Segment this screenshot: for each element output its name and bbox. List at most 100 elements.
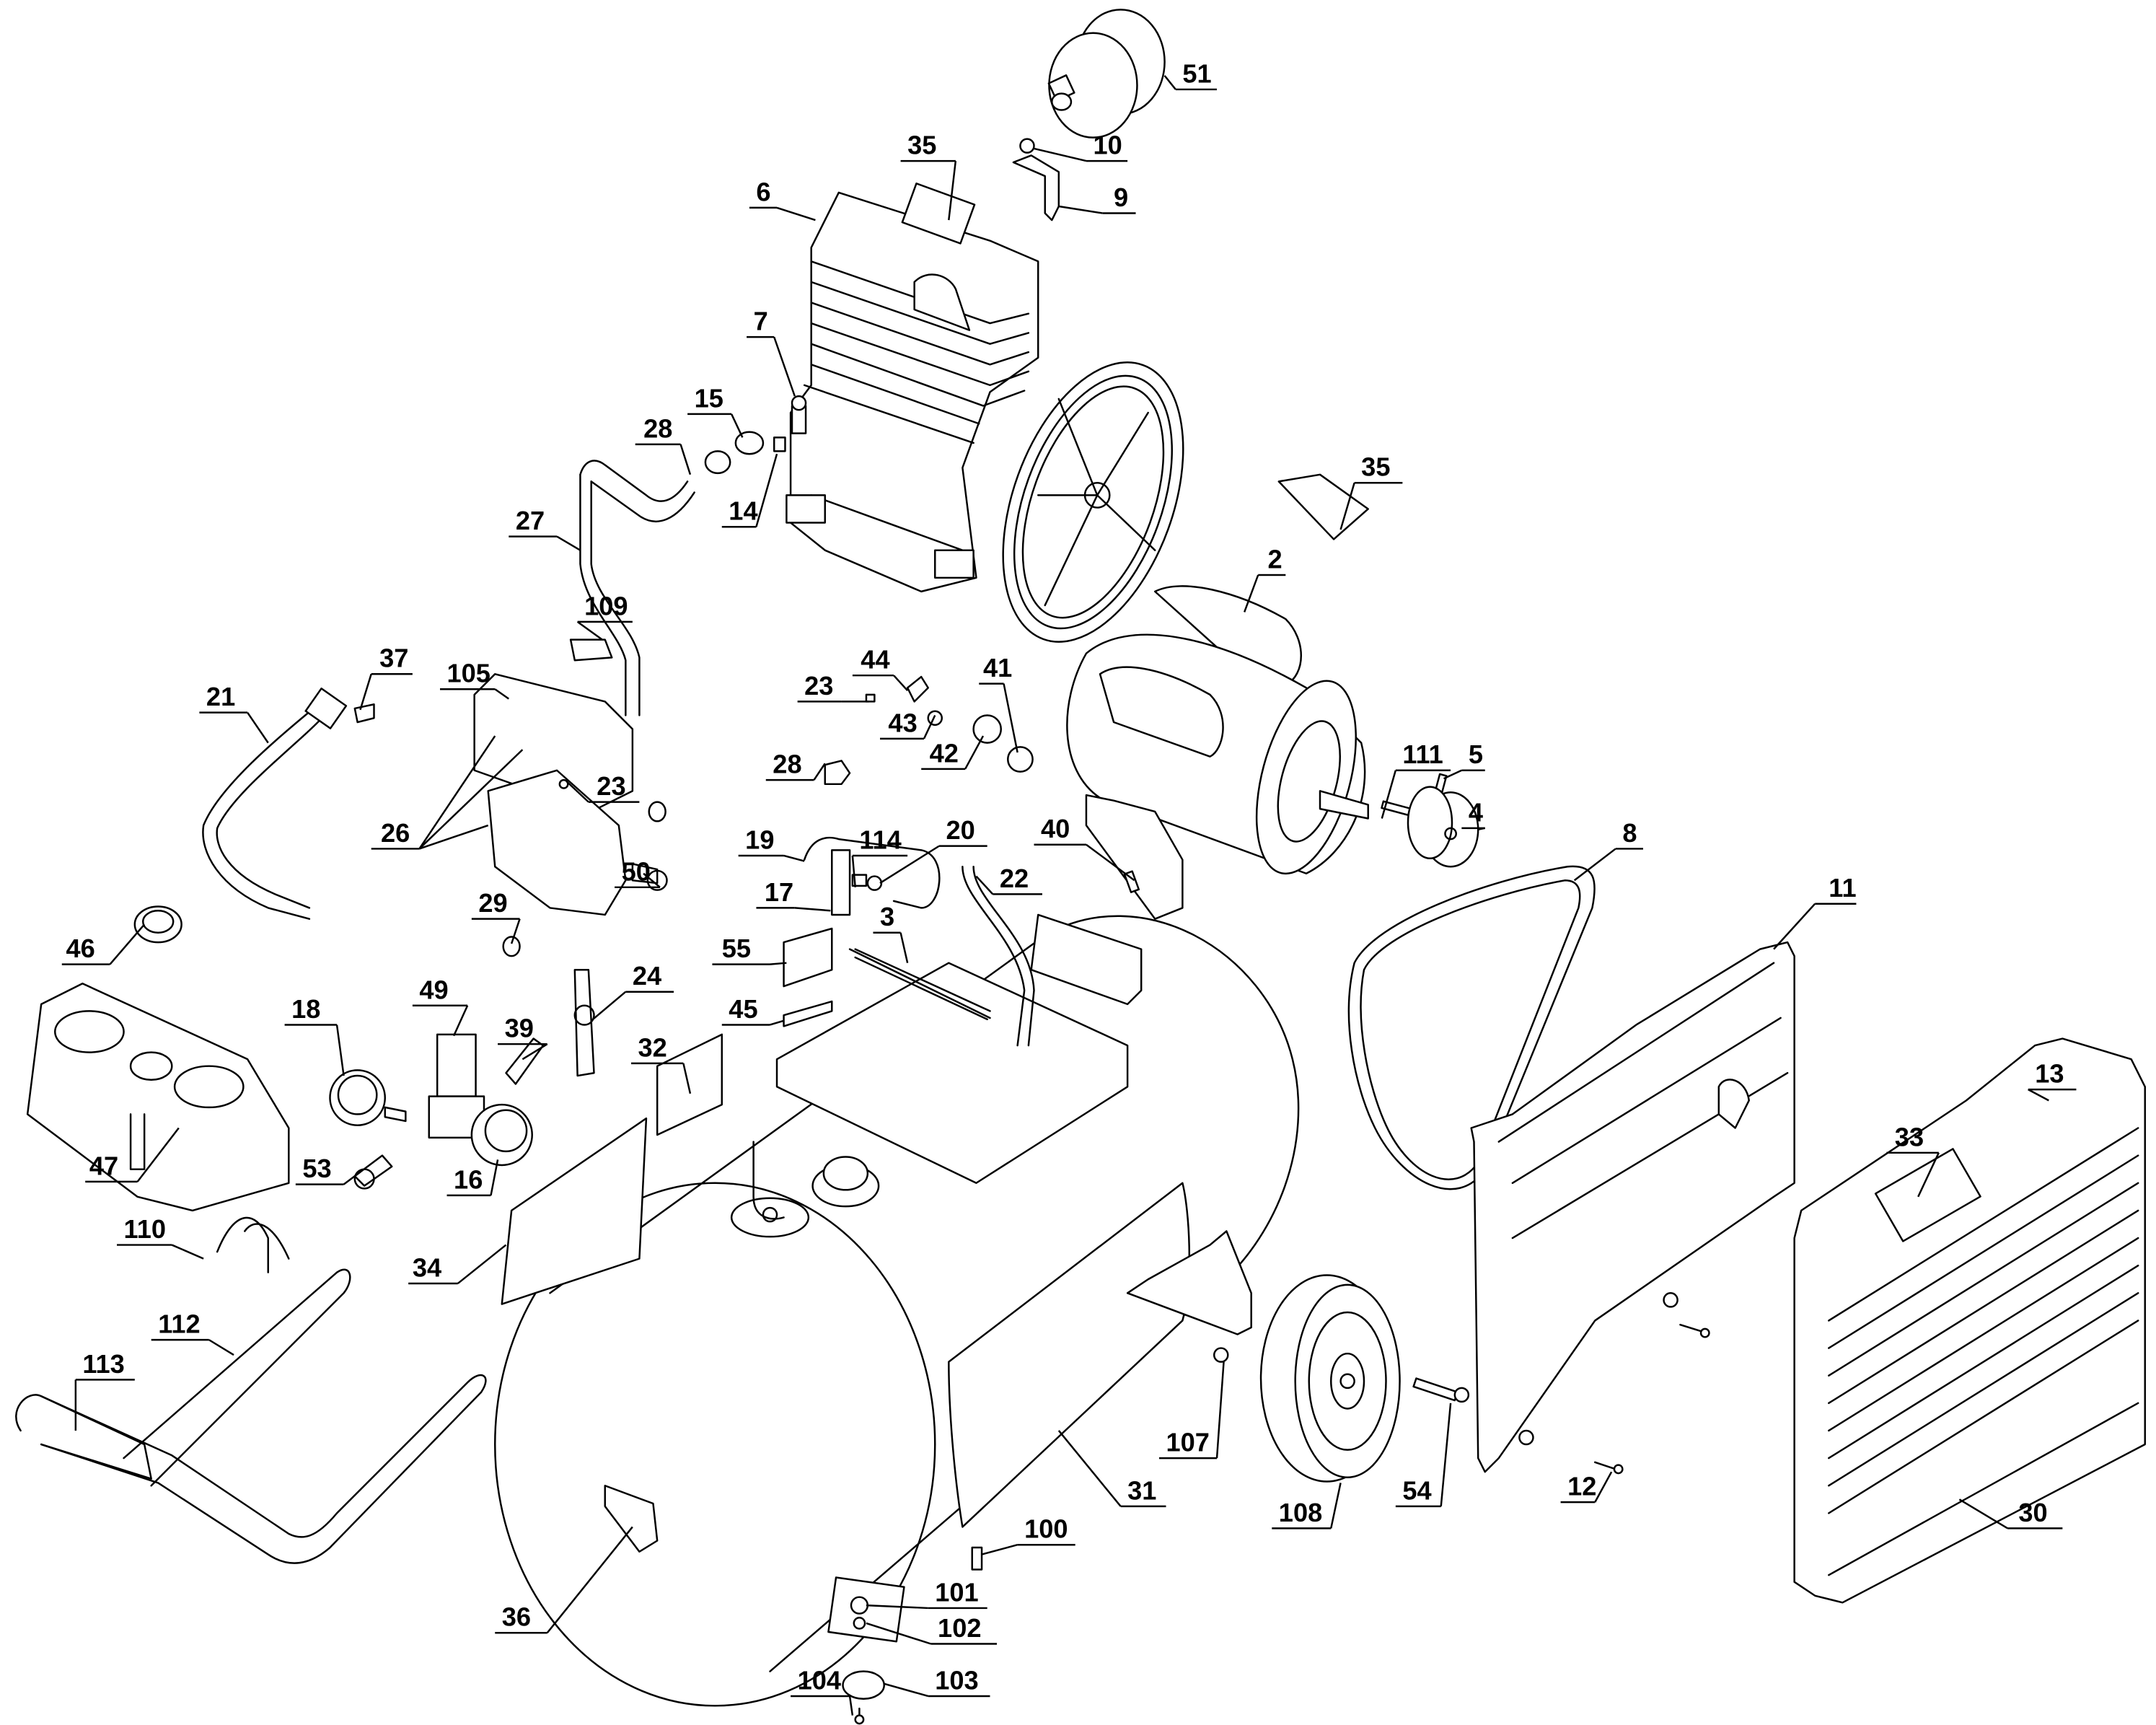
callout-37: 37 (359, 644, 413, 711)
callout-49: 49 (412, 975, 469, 1037)
callout-leader (1330, 1483, 1342, 1529)
callout-leader (359, 673, 372, 711)
callout-108: 108 (1272, 1483, 1342, 1529)
callout-26: 26 (371, 735, 496, 850)
callout-label: 28 (773, 750, 801, 779)
callout-label: 26 (381, 818, 410, 848)
callout-leader (1058, 205, 1104, 214)
callout-leader (136, 1127, 180, 1182)
callout-label: 11 (1829, 873, 1856, 903)
callout-leader (964, 735, 985, 770)
part-motor-fasteners (865, 675, 1140, 893)
part-fittings-upper (704, 395, 807, 475)
callout-14: 14 (721, 453, 778, 528)
part-motor-pulley (1381, 773, 1479, 868)
callout-label: 54 (1402, 1475, 1431, 1505)
part-belt-guard-front (1793, 1037, 2146, 1604)
callout-leader (770, 1019, 784, 1026)
callout-leader (109, 923, 146, 965)
callout-label: 12 (1567, 1472, 1596, 1501)
part-bracket (1012, 138, 1060, 221)
callout-30: 30 (1958, 1498, 2063, 1529)
callout-leader (770, 962, 787, 965)
callout-label: 33 (1895, 1122, 1924, 1151)
part-screws (1412, 1323, 1710, 1475)
callout-label: 9 (1114, 183, 1128, 212)
callout-43: 43 (880, 708, 936, 740)
callout-label: 45 (729, 994, 757, 1024)
callout-leader (2028, 1089, 2049, 1102)
callout-32: 32 (630, 1032, 692, 1094)
callout-leader (679, 444, 692, 475)
callout-label: 32 (638, 1032, 667, 1062)
callout-label: 34 (413, 1252, 441, 1282)
callout-leader (1381, 770, 1397, 819)
callout-label: 105 (447, 659, 490, 688)
callout-label: 8 (1622, 818, 1637, 848)
callout-leader (899, 932, 909, 963)
callout-leader (247, 711, 269, 744)
callout-leader (522, 1043, 548, 1061)
callout-47: 47 (85, 1127, 180, 1183)
callout-21: 21 (199, 682, 269, 744)
callout-leader (643, 872, 661, 888)
callout-114: 114 (851, 825, 908, 887)
callout-leader (590, 991, 627, 1022)
callout-110: 110 (117, 1214, 204, 1260)
callout-label: 18 (291, 994, 320, 1024)
callout-label: 42 (930, 738, 959, 768)
part-handle (15, 1216, 487, 1564)
callout-7: 7 (747, 307, 796, 397)
callout-leader (848, 1695, 854, 1716)
callout-label: 114 (859, 825, 901, 854)
callout-4: 4 (1461, 797, 1485, 830)
callout-leader (457, 1244, 507, 1284)
callout-label: 6 (756, 177, 770, 206)
callout-label: 14 (729, 496, 757, 526)
callout-label: 107 (1166, 1428, 1210, 1457)
part-tank (494, 915, 1300, 1707)
callout-29: 29 (471, 888, 521, 944)
callout-17: 17 (756, 877, 831, 912)
callout-24: 24 (590, 961, 674, 1022)
callout-leader (208, 1339, 234, 1356)
callout-label: 28 (643, 413, 672, 443)
part-flywheel (1002, 361, 1184, 643)
part-decal-35 (1277, 473, 1369, 540)
callout-2: 2 (1243, 544, 1286, 613)
callout-label: 29 (478, 888, 507, 918)
callout-46: 46 (61, 923, 146, 965)
callout-104: 104 (791, 1665, 854, 1716)
callout-leader (1086, 843, 1135, 882)
callout-leader (783, 854, 805, 862)
callout-leader (494, 688, 510, 700)
callout-label: 24 (633, 961, 661, 991)
callout-19: 19 (738, 825, 805, 862)
callout-51: 51 (1163, 58, 1218, 91)
callout-3: 3 (873, 902, 909, 963)
part-platform (730, 913, 1143, 1238)
callout-113: 113 (74, 1349, 135, 1431)
callout-11: 11 (1773, 873, 1857, 950)
callout-102: 102 (866, 1613, 998, 1645)
callout-label: 4 (1469, 797, 1483, 827)
callout-label: 103 (935, 1665, 978, 1695)
part-belt-guard-back (1470, 941, 1795, 1473)
callout-label: 36 (502, 1602, 531, 1632)
callout-label: 19 (745, 825, 774, 854)
callout-label: 39 (505, 1014, 534, 1043)
callout-leader (948, 160, 957, 221)
callout-leader (419, 824, 489, 850)
part-motor (1066, 585, 1369, 920)
callout-23b: 23 (797, 671, 869, 703)
callout-label: 37 (379, 644, 408, 673)
callout-20: 20 (879, 815, 987, 885)
callout-leader (755, 453, 778, 527)
callout-label: 23 (804, 671, 833, 701)
callout-16: 16 (446, 1159, 499, 1197)
callout-label: 100 (1024, 1514, 1068, 1544)
callout-100: 100 (981, 1514, 1075, 1555)
callout-label: 10 (1093, 131, 1122, 160)
callout-leader (566, 781, 589, 803)
